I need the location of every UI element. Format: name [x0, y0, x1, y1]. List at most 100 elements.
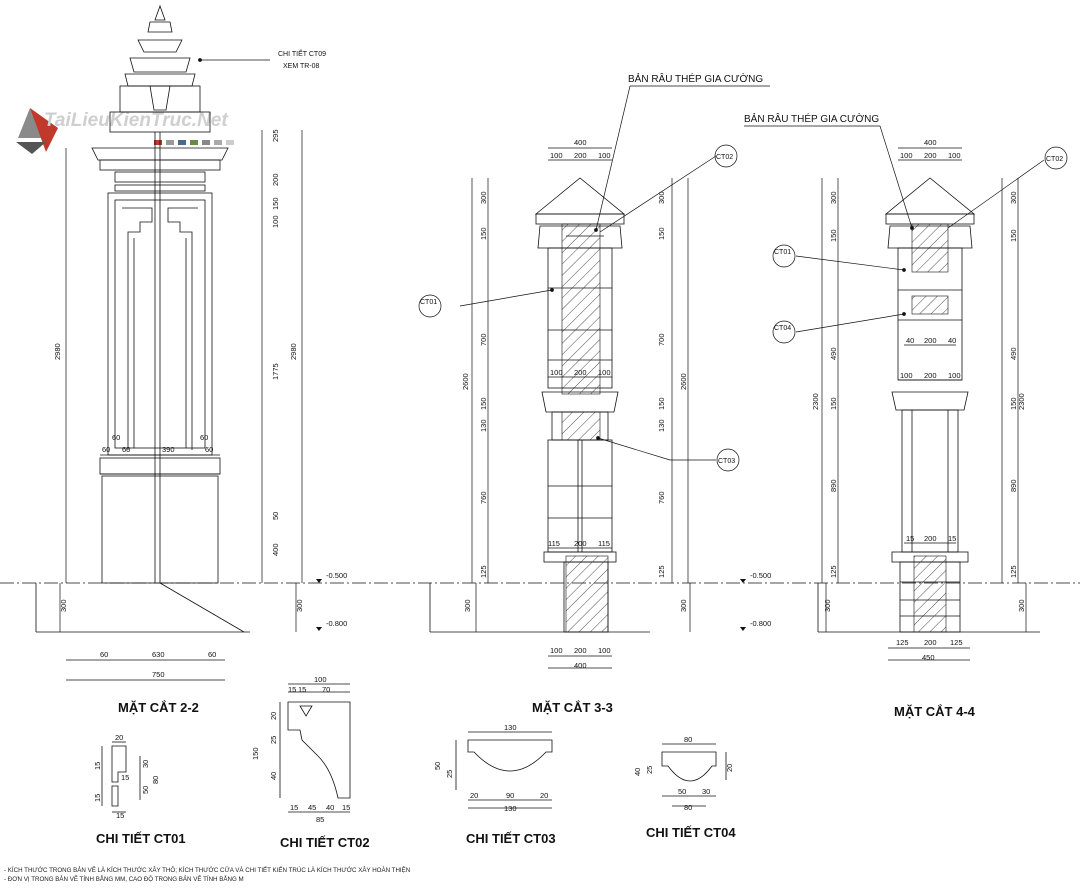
dim-100-a-3-3: 100: [550, 151, 563, 160]
dim-300-d-4-4: 300: [1017, 599, 1026, 612]
dim-60-d: 60: [122, 445, 130, 454]
dim-150-c-4-4: 150: [1009, 229, 1018, 242]
dim-125-b-3-3: 125: [657, 565, 666, 578]
dim-80-ct01: 80: [151, 776, 160, 784]
detail-ct03: [455, 731, 553, 809]
level-080-3-3: -0.800: [750, 619, 771, 628]
dim-80-ct04-top: 80: [684, 735, 692, 744]
dim-2300-left: 2300: [811, 393, 820, 410]
detail-ct04: [661, 743, 727, 807]
dim-200-a-3-3: 200: [574, 151, 587, 160]
dim-40-a-4-4: 40: [906, 336, 914, 345]
logo-text: TaiLieuKienTruc.Net: [44, 110, 228, 131]
section-2-2-labels: CHI TIẾT CT09 XEM TR-08 MẶT CẮT 2-2: [118, 48, 326, 715]
dim-150-c-3-3: 150: [657, 227, 666, 240]
levels-2-2: -0.500 -0.800: [316, 571, 347, 631]
dim-100-f-3-3: 100: [598, 368, 611, 377]
dim-150-b-3-3: 150: [479, 397, 488, 410]
detail-ct01-text: 20 15 15 15 30 80 50 15 CHI TIẾT CT01: [93, 733, 186, 846]
tag-ct01-3-3: CT01: [420, 299, 437, 306]
dim-40-ct02-b: 40: [326, 803, 334, 812]
logo-swatches: [154, 140, 234, 145]
dim-150: 150: [271, 197, 280, 210]
section-4-4-labels: BẢN RÂU THÉP GIA CƯỜNG CT02 CT01 CT04 MẶ…: [744, 112, 1063, 719]
dim-200-e-4-4: 200: [924, 638, 937, 647]
detail-ct02-text: 100 15 15 70 150 20 25 40 15 45 40 15 85…: [251, 675, 370, 850]
dim-300-a-4-4: 300: [829, 191, 838, 204]
dim-490-b-4-4: 490: [1009, 347, 1018, 360]
dim-700-a-3-3: 700: [479, 333, 488, 346]
dim-15-ct02-b: 15: [298, 685, 306, 694]
detail-ct04-text: 80 40 25 20 50 30 80 CHI TIẾT CT04: [633, 735, 736, 840]
dim-200-b-3-3: 200: [574, 646, 587, 655]
dim-20-ct03-a: 20: [470, 791, 478, 800]
dim-125-a-4-4: 125: [896, 638, 909, 647]
dim-300-b-4-4: 300: [1009, 191, 1018, 204]
dim-text-3-3: 400 100 200 100 100 200 100 400 100 200 …: [461, 138, 688, 670]
dim-295: 295: [271, 129, 280, 142]
section-3-3-hatch: [561, 223, 609, 633]
dim-100: 100: [271, 215, 280, 228]
dim-40-ct02: 40: [269, 772, 278, 780]
dim-15-ct02-a: 15: [288, 685, 296, 694]
dim-30-ct01: 30: [141, 760, 150, 768]
dim-15-ct01-d: 15: [116, 811, 124, 820]
dim-100-ct02: 100: [314, 675, 327, 684]
dim-100-d-4-4: 100: [948, 371, 961, 380]
dim-200-b-4-4: 200: [924, 371, 937, 380]
dim-400-bot-3-3: 400: [574, 661, 587, 670]
general-notes: - KÍCH THƯỚC TRONG BẢN VẼ LÀ KÍCH THƯỚC …: [4, 866, 410, 884]
dim-15-b-4-4: 15: [948, 534, 956, 543]
dim-400-top-3-3: 400: [574, 138, 587, 147]
dim-30-ct04: 30: [702, 787, 710, 796]
dim-50-ct01: 50: [141, 786, 150, 794]
callout-ct09-ref: XEM TR-08: [283, 63, 320, 70]
dim-60-b: 60: [200, 433, 208, 442]
dim-130-b-3-3: 130: [657, 419, 666, 432]
dim-15-ct01-a: 15: [93, 762, 102, 770]
dim-890-a-4-4: 890: [829, 479, 838, 492]
dim-200-d-3-3: 200: [574, 539, 587, 548]
dim-630: 630: [152, 650, 165, 659]
dims-3-3: [471, 147, 691, 669]
level-080-2-2: -0.800: [326, 619, 347, 628]
dim-25-ct04: 25: [645, 766, 654, 774]
dim-125-b-4-4: 125: [950, 638, 963, 647]
dim-15-ct02-c: 15: [290, 803, 298, 812]
dims-2-2: [59, 130, 303, 681]
level-050-3-3: -0.500: [750, 571, 771, 580]
dim-400-top-4-4: 400: [924, 138, 937, 147]
tag-ct04-4-4: CT04: [774, 325, 791, 332]
dim-200-d-4-4: 200: [924, 534, 937, 543]
detail-ct03-text: 130 50 25 20 90 20 130 CHI TIẾT CT03: [433, 723, 556, 846]
title-section-4-4: MẶT CẮT 4-4: [894, 704, 976, 719]
dim-2600-left: 2600: [461, 373, 470, 390]
title-ct02: CHI TIẾT CT02: [280, 835, 370, 850]
dim-300-base-right: 300: [295, 599, 304, 612]
dim-60-e: 60: [205, 445, 213, 454]
title-section-3-3: MẶT CẮT 3-3: [532, 700, 613, 715]
dims-4-4: [821, 147, 1027, 661]
title-ct03: CHI TIẾT CT03: [466, 831, 556, 846]
dim-2980-left: 2980: [53, 343, 62, 360]
dim-100-c-4-4: 100: [900, 371, 913, 380]
dim-390: 390: [162, 445, 175, 454]
dim-2300-right: 2300: [1017, 393, 1026, 410]
dim-300-a-3-3: 300: [479, 191, 488, 204]
dim-20-ct03-b: 20: [540, 791, 548, 800]
dim-150-a-3-3: 150: [479, 227, 488, 240]
dim-130-a-3-3: 130: [479, 419, 488, 432]
dim-25-ct03: 25: [445, 770, 454, 778]
dim-760-b-3-3: 760: [657, 491, 666, 504]
dim-15-ct01-c: 15: [93, 794, 102, 802]
dim-40-ct04: 40: [633, 768, 642, 776]
dim-150-ct02: 150: [251, 747, 260, 760]
dim-85-ct02: 85: [316, 815, 324, 824]
dim-115-b-3-3: 115: [598, 539, 610, 548]
dim-115-a-3-3: 115: [548, 539, 560, 548]
dim-200-c-4-4: 200: [924, 336, 937, 345]
tag-ct02-4-4: CT02: [1046, 156, 1063, 163]
title-ct04: CHI TIẾT CT04: [646, 825, 736, 840]
dim-300-c-4-4: 300: [823, 599, 832, 612]
